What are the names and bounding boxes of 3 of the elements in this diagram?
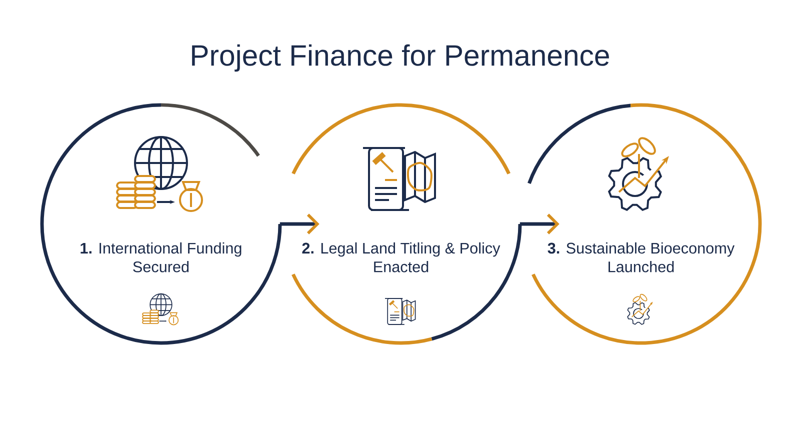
arrow (280, 214, 320, 234)
title: Project Finance for Permanence (192, 44, 609, 72)
arrow (520, 214, 560, 234)
